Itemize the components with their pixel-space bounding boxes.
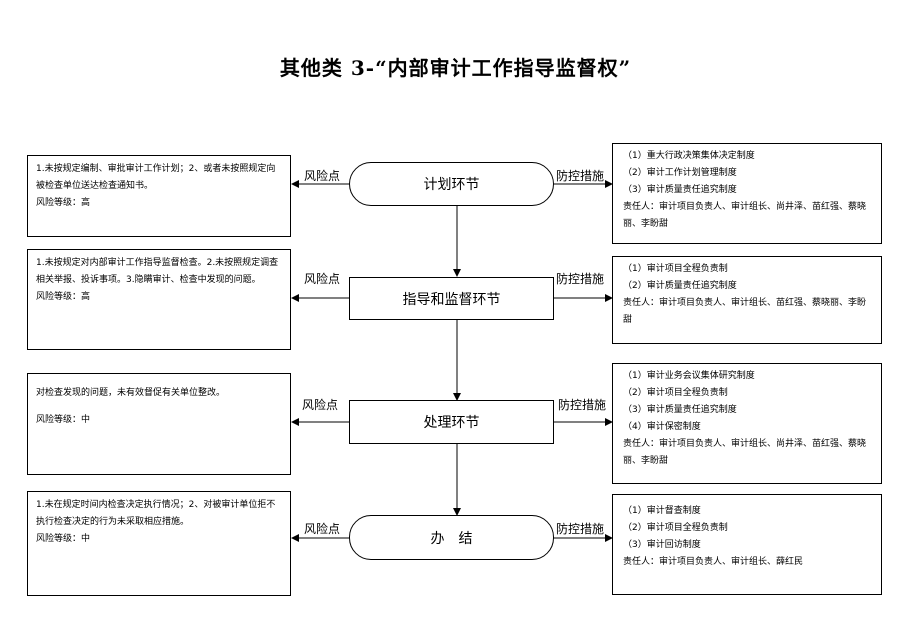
control-text: （1）重大行政决策集体决定制度 (623, 151, 755, 161)
responsible-text: 责任人：审计项目负责人、审计组长、苗红强、蔡晓丽、李盼甜 (623, 298, 867, 325)
control-box-process: （1）审计业务会议集体研究制度 （2）审计项目全程负责制 （3）审计质量责任追究… (612, 363, 882, 484)
step-node-plan: 计划环节 (349, 162, 554, 206)
risk-level: 风险等级：高 (36, 292, 91, 302)
risk-box-close: 1.未在规定时间内检查决定执行情况；2、对被审计单位拒不执行检查决定的行为未采取… (27, 491, 291, 596)
risk-box-process: 对检查发现的问题，未有效督促有关单位整改。 风险等级：中 (27, 373, 291, 475)
control-label: 防控措施 (558, 398, 607, 412)
risk-text: 1.未按规定对内部审计工作指导监督检查。2.未按照规定调查相关举报、投诉事项。3… (36, 258, 279, 285)
control-text: （3）审计回访制度 (623, 540, 701, 550)
responsible-text: 责任人：审计项目负责人、审计组长、薛红民 (623, 557, 804, 567)
risk-text: 1.未按规定编制、审批审计工作计划；2、或者未按照规定向被检查单位送达检查通知书… (36, 164, 276, 191)
control-text: （3）审计质量责任追究制度 (623, 185, 737, 195)
step-label: 计划环节 (423, 177, 480, 193)
control-label: 防控措施 (556, 169, 605, 183)
step-node-process: 处理环节 (349, 400, 554, 444)
responsible-text: 责任人：审计项目负责人、审计组长、尚井泽、苗红强、蔡晓丽、李盼甜 (623, 202, 867, 229)
risk-level: 风险等级：中 (36, 415, 91, 425)
risk-label: 风险点 (304, 169, 341, 183)
control-text: （2）审计工作计划管理制度 (623, 168, 737, 178)
risk-text: 1.未在规定时间内检查决定执行情况；2、对被审计单位拒不执行检查决定的行为未采取… (36, 500, 276, 527)
control-text: （1）审计业务会议集体研究制度 (623, 371, 755, 381)
control-text: （2）审计项目全程负责制 (623, 523, 728, 533)
risk-level: 风险等级：高 (36, 198, 91, 208)
control-box-guide: （1）审计项目全程负责制 （2）审计质量责任追究制度 责任人：审计项目负责人、审… (612, 256, 882, 344)
risk-label: 风险点 (304, 522, 341, 536)
control-text: （4）审计保密制度 (623, 422, 701, 432)
risk-text: 对检查发现的问题，未有效督促有关单位整改。 (36, 388, 226, 398)
step-node-guide: 指导和监督环节 (349, 277, 554, 320)
risk-box-guide: 1.未按规定对内部审计工作指导监督检查。2.未按照规定调查相关举报、投诉事项。3… (27, 249, 291, 350)
risk-box-plan: 1.未按规定编制、审批审计工作计划；2、或者未按照规定向被检查单位送达检查通知书… (27, 155, 291, 237)
control-label: 防控措施 (556, 272, 605, 286)
risk-label: 风险点 (302, 398, 339, 412)
control-text: （1）审计项目全程负责制 (623, 264, 728, 274)
control-text: （3）审计质量责任追究制度 (623, 405, 737, 415)
control-label: 防控措施 (556, 522, 605, 536)
control-box-close: （1）审计督查制度 （2）审计项目全程负责制 （3）审计回访制度 责任人：审计项… (612, 494, 882, 595)
control-box-plan: （1）重大行政决策集体决定制度 （2）审计工作计划管理制度 （3）审计质量责任追… (612, 143, 882, 244)
control-text: （2）审计项目全程负责制 (623, 388, 728, 398)
step-node-close: 办 结 (349, 515, 554, 560)
step-label: 处理环节 (423, 415, 480, 431)
page-title: 其他类 3-“内部审计工作指导监督权” (279, 56, 632, 80)
responsible-text: 责任人：审计项目负责人、审计组长、尚井泽、苗红强、蔡晓丽、李盼甜 (623, 439, 867, 466)
step-label: 办 结 (430, 530, 473, 547)
risk-label: 风险点 (304, 272, 341, 286)
step-label: 指导和监督环节 (402, 291, 501, 308)
control-text: （1）审计督查制度 (623, 506, 701, 516)
control-text: （2）审计质量责任追究制度 (623, 281, 737, 291)
risk-level: 风险等级：中 (36, 534, 91, 544)
